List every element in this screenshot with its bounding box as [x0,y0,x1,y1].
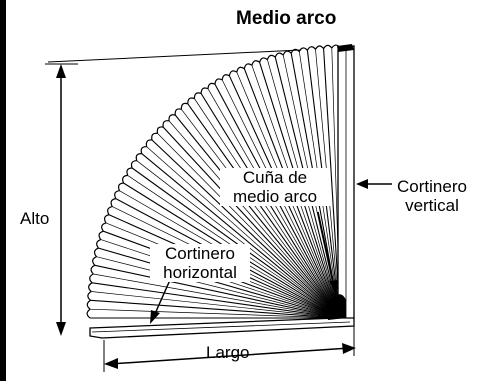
pleat-line [323,48,341,319]
width-label: Largo [206,343,250,362]
pleat-scallop [122,174,128,184]
pleat-scallop [87,290,92,301]
pleat-line [90,308,341,319]
pleat-line [162,126,341,319]
pleat-line [141,153,341,319]
wedge-label-line2: medio arco [232,187,318,206]
half-arch-wedge [326,294,346,320]
height-label: Alto [20,209,50,228]
vertical-headrail-label-line2: vertical [405,196,459,215]
pleat-scallop [259,57,268,63]
pleat-scallop [282,50,292,56]
pleat-scallop [228,70,238,76]
pleat-scallop [200,87,209,94]
pleat-scallop [86,308,91,319]
pleat-line [90,299,341,319]
pleat-scallop [187,97,195,104]
diagram-title: Medio arco [236,8,337,29]
pleat-scallop [168,114,176,121]
pleat-line [136,160,341,319]
pleat-line [96,256,341,319]
pleat-scallop [214,78,223,85]
pleat-scallop [107,206,113,215]
pleat-scallop [101,222,107,232]
pleat-line [92,282,341,319]
pleat-line [93,273,341,319]
pleat-scallop [243,63,253,69]
pleat-scallop [86,299,91,310]
pleat-scallop [193,92,202,99]
height-dimension-arrow [45,63,78,336]
pleat-scallop [93,247,99,258]
wedge-pointer [317,211,338,294]
pleat-scallop [151,132,158,141]
pleat-scallop [92,256,97,266]
pleat-scallop [117,182,124,191]
pleat-scallop [110,198,116,207]
pleat-line [94,264,341,319]
horizontal-headrail [89,317,355,339]
pleat-scallop [98,230,104,240]
pleat-scallop [290,48,300,54]
horizontal-headrail-pointer [150,279,171,324]
wedge-label-line1: Cuña de [242,168,308,187]
pleat-scallop [88,282,93,292]
pleat-scallop [156,126,164,134]
horizontal-headrail-label: Cortinero horizontal [150,244,250,282]
pleat-scallop [126,167,133,176]
pleat-scallop [145,139,153,147]
pleat-line [98,247,341,319]
pleat-scallop [162,120,170,128]
pleat-scallop [114,190,120,199]
pleat-scallop [89,273,94,284]
pleat-scallop [207,82,216,89]
pleat-scallop [180,102,188,110]
pleat-scallop [306,46,316,51]
pleat-line [157,133,341,319]
pleat-line [194,98,341,319]
wedge-label: Cuña de medio arco [220,168,330,206]
pleat-scallop [251,60,260,66]
pleat-scallop [274,52,284,58]
pleat-scallop [96,239,102,249]
pleat-scallop [140,146,147,154]
pleat-line [174,114,341,319]
pleat-scallop [298,47,308,52]
page-edge-rule [0,0,6,381]
pleat-scallop [103,214,110,224]
vertical-headrail [337,44,355,323]
vertical-headrail-label-line1: Cortinero [397,177,467,196]
pleat-scallop [266,54,276,60]
pleat-scallop [174,108,182,116]
pleat-scallop [323,44,333,49]
width-dimension-arrow [103,326,356,372]
pleat-line [146,146,341,319]
pleat-scallop [90,264,96,275]
pleat-line [187,103,341,319]
shade-scalloped-edge [86,44,341,319]
horizontal-headrail-label-line1: Cortinero [165,244,235,263]
top-guide-line [47,49,301,63]
pleat-line [151,139,341,319]
pleat-line [181,109,341,319]
vertical-headrail-pointer [356,179,392,189]
pleat-scallop [135,152,142,161]
vertical-headrail-label: Cortinero vertical [392,177,472,215]
pleat-line [91,291,341,319]
pleat-scallop [130,160,137,169]
pleat-scallop [221,74,230,80]
horizontal-headrail-label-line2: horizontal [163,263,237,282]
pleat-scallop [236,66,245,73]
pleat-scallop [314,45,325,50]
pleat-line [168,120,341,319]
pleat-line [131,167,341,319]
